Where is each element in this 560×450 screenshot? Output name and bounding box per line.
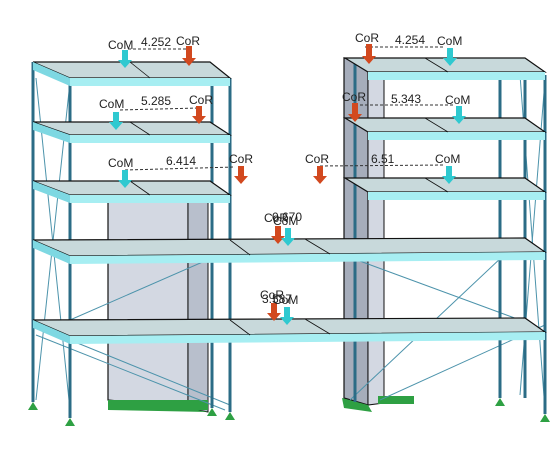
cor-arrow-r3 [313,166,327,184]
com-label-c2: CoM [273,214,298,228]
com-arrow-l5 [118,50,132,68]
core-wall-left [107,182,209,413]
cor-arrow-l4 [192,106,206,124]
footing-right [342,398,372,412]
com-label-r5: CoM [437,34,462,48]
cor-label-r3: CoR [305,152,329,166]
cor-label-l4: CoR [189,93,213,107]
com-label-l5: CoM [108,38,133,52]
cor-arrow-r5 [362,44,376,64]
slab-connected-level-1 [32,317,547,344]
slab-left-level-5 [32,61,232,86]
slab-connected-level-2 [32,237,547,264]
cor-arrow-r4 [348,103,362,122]
com-arrow-r5 [443,48,457,66]
com-arrow-l3 [118,170,132,188]
cor-label-c2: CoR [264,211,288,225]
eccentricity-lines [119,46,455,171]
footing-right-2 [378,396,414,404]
cor-arrow-c1 [267,303,281,321]
cor-arrows [182,44,376,321]
cor-label-r4: CoR [342,90,366,104]
com-arrow-r3 [442,166,456,184]
slab-right-level-5 [342,57,547,80]
support-1 [28,402,38,410]
cor-label-l5: CoR [176,34,200,48]
support-5 [540,414,550,422]
cor-label-c1: CoR [260,288,284,302]
slab-right-level-4 [342,117,547,140]
com-arrow-l4 [109,112,123,130]
support-2 [65,418,75,426]
com-arrows [109,48,466,325]
cor-arrow-c2 [271,226,285,244]
support-3 [225,412,235,420]
cor-label-l3: CoR [229,152,253,166]
com-label-r4: CoM [445,93,470,107]
distance-label-l5: 4.252 [141,35,171,49]
com-label-c1: CoM [273,293,298,307]
slab-left-level-3 [32,180,232,203]
com-label-r3: CoM [435,152,460,166]
distance-label-l4: 5.285 [141,94,171,108]
distance-label-r5: 4.254 [395,33,425,47]
cor-label-r5: CoR [355,31,379,45]
com-label-l4: CoM [99,97,124,111]
cor-arrow-l3 [234,166,248,184]
supports [28,398,550,426]
com-arrow-r4 [452,106,466,124]
distance-label-c1: 3.587 [262,292,292,306]
distance-label-r4: 5.343 [391,92,421,106]
com-label-l3: CoM [108,156,133,170]
distance-label-r3: 6.51 [371,152,395,166]
support-6 [207,408,217,416]
distance-label-l3: 6.414 [166,154,196,168]
com-arrow-c1 [280,307,294,325]
cor-arrow-l5 [182,46,196,66]
slab-left-level-4 [32,121,233,143]
support-4 [495,398,505,406]
footing-left [108,400,208,410]
slab-right-level-3 [342,177,547,200]
annotation-labels: CoM 4.252 CoR CoM 5.285 CoR CoM 6.414 Co… [99,31,470,307]
distance-label-c2: 0.670 [272,210,302,224]
com-arrow-c2 [281,228,295,246]
